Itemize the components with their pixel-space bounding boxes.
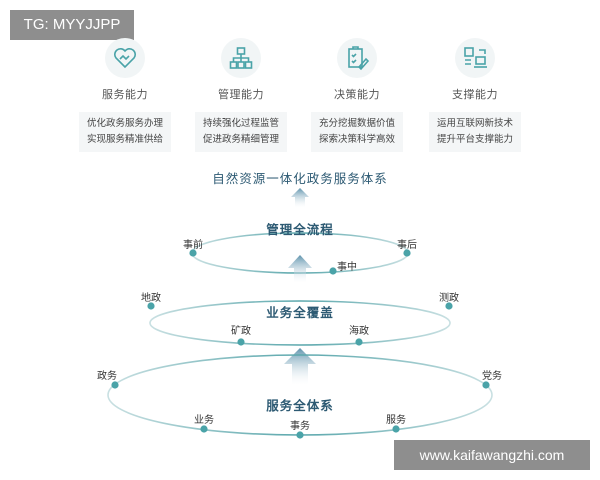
node-label: 测政 bbox=[439, 293, 459, 304]
capability-description: 持续强化过程监管 促进政务精细管理 bbox=[195, 112, 287, 152]
capability-line: 运用互联网新技术 bbox=[436, 118, 513, 129]
capability-line: 充分挖掘数据价值 bbox=[318, 118, 395, 129]
node-dot bbox=[329, 267, 337, 275]
ring-business bbox=[149, 300, 451, 346]
node-label: 事前 bbox=[183, 240, 203, 251]
capability-description: 充分挖掘数据价值 探索决策科学高效 bbox=[311, 112, 403, 152]
node-label: 事务 bbox=[290, 421, 310, 432]
capability-service: 服务能力 优化政务服务办理 实现服务精准供给 bbox=[65, 38, 185, 152]
ring-title-business: 业务全覆盖 bbox=[266, 305, 334, 320]
node-dot bbox=[403, 249, 411, 257]
main-title: 自然资源一体化政务服务体系 bbox=[212, 171, 388, 186]
capability-title: 决策能力 bbox=[334, 88, 380, 101]
capability-line: 探索决策科学高效 bbox=[318, 134, 395, 145]
node-dot bbox=[482, 381, 490, 389]
node-label: 事中 bbox=[337, 262, 357, 273]
node-dot bbox=[296, 431, 304, 439]
capability-management: 管理能力 持续强化过程监管 促进政务精细管理 bbox=[181, 38, 301, 152]
node-label: 服务 bbox=[386, 415, 406, 426]
node-dot bbox=[237, 338, 245, 346]
tg-badge: TG: MYYJJPP bbox=[10, 10, 134, 40]
up-arrow-bottom bbox=[284, 348, 316, 385]
capability-line: 持续强化过程监管 bbox=[202, 118, 279, 129]
org-chart-icon bbox=[221, 38, 261, 78]
node-label: 党务 bbox=[482, 371, 502, 382]
node-dot bbox=[147, 302, 155, 310]
capability-description: 优化政务服务办理 实现服务精准供给 bbox=[79, 112, 171, 152]
capability-support: 支撑能力 运用互联网新技术 提升平台支撑能力 bbox=[415, 38, 535, 152]
node-dot bbox=[111, 381, 119, 389]
node-dot bbox=[445, 302, 453, 310]
capability-decision: 决策能力 充分挖掘数据价值 探索决策科学高效 bbox=[297, 38, 417, 152]
up-arrow-middle bbox=[288, 255, 312, 283]
node-label: 海政 bbox=[349, 326, 369, 337]
capability-line: 提升平台支撑能力 bbox=[436, 134, 513, 145]
node-dot bbox=[189, 249, 197, 257]
capability-line: 促进政务精细管理 bbox=[202, 134, 279, 145]
devices-icon bbox=[455, 38, 495, 78]
node-dot bbox=[200, 425, 208, 433]
node-label: 地政 bbox=[141, 293, 161, 304]
node-dot bbox=[355, 338, 363, 346]
checklist-pen-icon bbox=[337, 38, 377, 78]
capability-line: 优化政务服务办理 bbox=[86, 118, 163, 129]
ring-title-service: 服务全体系 bbox=[266, 398, 334, 413]
capability-title: 服务能力 bbox=[102, 88, 148, 101]
capability-title: 管理能力 bbox=[218, 88, 264, 101]
node-dot bbox=[392, 425, 400, 433]
watermark-badge: www.kaifawangzhi.com bbox=[394, 440, 590, 470]
ring-title-management: 管理全流程 bbox=[266, 222, 334, 237]
up-arrow-top bbox=[291, 188, 309, 208]
handshake-heart-icon bbox=[105, 38, 145, 78]
node-label: 矿政 bbox=[231, 326, 251, 337]
node-label: 政务 bbox=[97, 371, 117, 382]
capability-description: 运用互联网新技术 提升平台支撑能力 bbox=[429, 112, 521, 152]
node-label: 事后 bbox=[397, 240, 417, 251]
node-label: 业务 bbox=[194, 415, 214, 426]
capability-title: 支撑能力 bbox=[452, 88, 498, 101]
capability-line: 实现服务精准供给 bbox=[86, 134, 163, 145]
